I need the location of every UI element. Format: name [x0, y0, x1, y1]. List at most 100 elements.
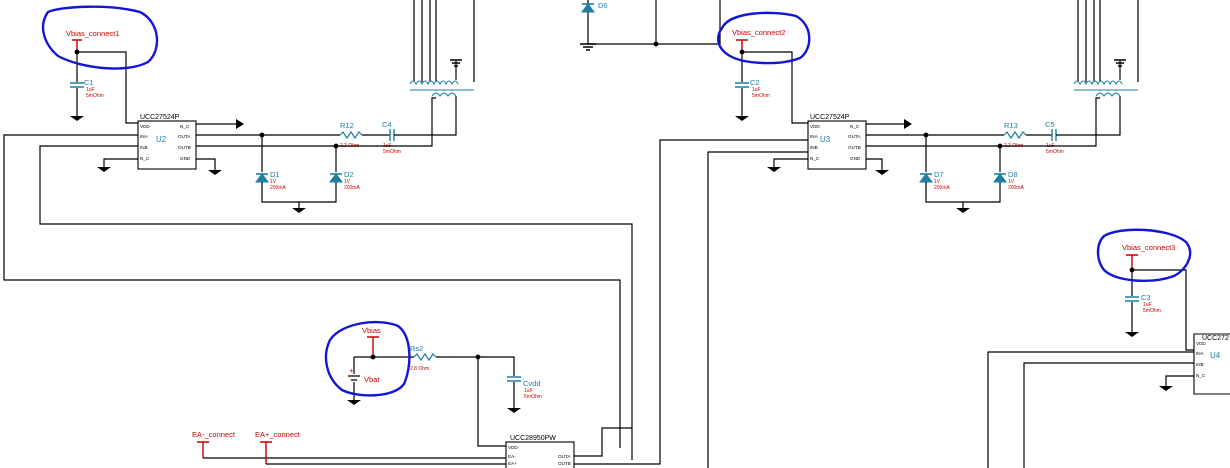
ref-d6: D6 [598, 1, 608, 10]
annotation-circle-1 [41, 5, 159, 70]
driver-stage-u4: Vbias_connect3 C3 1uF 5mOhm UCC272 U4 VD… [987, 228, 1230, 468]
ground-symbol [70, 116, 84, 121]
svg-text:GND: GND [850, 156, 861, 161]
svg-text:OUTB: OUTB [558, 461, 571, 466]
svg-text:VDD: VDD [140, 124, 150, 129]
svg-text:N_C: N_C [140, 156, 150, 161]
transformer-t1 [409, 0, 475, 136]
diode-d2 [329, 173, 343, 183]
diode-d7 [919, 173, 933, 183]
svg-text:VDD: VDD [508, 445, 518, 450]
net-label-vbias-connect3: Vbias_connect3 [1122, 243, 1175, 252]
driver-stage-u3: Vbias_connect2 C2 1uF 5mOhm UCC27524P U3… [717, 0, 1139, 213]
resistor-r13 [1003, 130, 1027, 140]
svg-text:5mOhm: 5mOhm [86, 93, 104, 99]
svg-text:200mA: 200mA [934, 185, 951, 191]
net-label-vbias: Vbias [362, 326, 381, 335]
svg-text:INB: INB [810, 145, 818, 150]
resistor-r12 [339, 130, 363, 140]
capacitor-c4 [389, 129, 395, 141]
svg-text:INA: INA [1196, 351, 1205, 356]
ref-d1: D1 [270, 170, 280, 179]
svg-text:EA+: EA+ [508, 461, 517, 466]
svg-text:1uF: 1uF [86, 87, 95, 93]
ref-u2: U2 [156, 135, 167, 144]
ref-cvdd: Cvdd [523, 379, 541, 388]
net-label-vbias-connect1: Vbias_connect1 [66, 29, 119, 38]
ref-d2: D2 [344, 170, 354, 179]
ref-r12: R12 [340, 121, 354, 130]
part-u2: UCC27524P [140, 114, 180, 121]
net-label-ea-plus: EA+_connect [255, 430, 301, 439]
svg-text:N_C: N_C [180, 124, 190, 129]
svg-text:INB: INB [140, 145, 148, 150]
svg-text:OUTB: OUTB [178, 145, 191, 150]
capacitor-c1 [70, 82, 84, 88]
svg-text:2.8 Ohm: 2.8 Ohm [410, 366, 429, 372]
svg-text:5mOhm: 5mOhm [752, 93, 770, 99]
driver-stage-u2: Vbias_connect1 C1 1uF 5mOhm UCC27524P U2… [41, 0, 475, 213]
part-u3: UCC27524P [810, 114, 850, 121]
annotation-circle-2 [717, 11, 811, 65]
part-controller: UCC28950PW [510, 435, 556, 442]
svg-text:INB: INB [1196, 362, 1204, 367]
svg-text:N_C: N_C [1196, 373, 1206, 378]
ref-vbat: Vbat [364, 375, 380, 384]
ref-d7: D7 [934, 170, 944, 179]
signal-routing-left [3, 134, 633, 460]
svg-text:INA: INA [140, 134, 149, 139]
middle-top-circuit: D6 [580, 0, 721, 51]
annotation-circle-3 [1096, 228, 1192, 282]
net-label-vbias-connect2: Vbias_connect2 [732, 28, 785, 37]
ic-u3 [807, 120, 867, 170]
svg-text:OUTA: OUTA [178, 134, 191, 139]
svg-text:OUTA: OUTA [848, 134, 861, 139]
ic-u2 [137, 120, 197, 170]
svg-text:1V: 1V [270, 179, 277, 185]
svg-text:5mOhm: 5mOhm [524, 394, 542, 400]
ref-r13: R13 [1004, 121, 1018, 130]
svg-text:5mOhm: 5mOhm [1143, 308, 1161, 314]
svg-text:1uF: 1uF [1143, 302, 1152, 308]
signal-routing-middle [707, 151, 808, 468]
svg-text:1V: 1V [934, 179, 941, 185]
svg-text:1V: 1V [1008, 179, 1015, 185]
svg-text:N_C: N_C [810, 156, 820, 161]
capacitor-cvdd [507, 376, 521, 382]
ref-c1: C1 [84, 78, 94, 87]
transformer-t2 [1073, 0, 1139, 136]
ic-controller [505, 441, 575, 468]
svg-text:5mOhm: 5mOhm [1046, 149, 1064, 155]
svg-text:VDD: VDD [810, 124, 820, 129]
controller-block: Vbias + Vbat Rs2 2.8 Ohm Cvdd 1uF 5mOhm … [192, 139, 808, 468]
svg-text:GND: GND [180, 156, 191, 161]
capacitor-c3 [1125, 296, 1139, 302]
svg-text:VDD: VDD [1196, 341, 1206, 346]
svg-text:EA-: EA- [508, 454, 516, 459]
ic-u4 [1193, 333, 1230, 395]
vbat-plus: + [349, 366, 354, 375]
svg-text:INA: INA [810, 134, 819, 139]
svg-text:OUTB: OUTB [848, 145, 861, 150]
ref-c5: C5 [1045, 120, 1055, 129]
ref-d8: D8 [1008, 170, 1018, 179]
capacitor-c5 [1051, 129, 1057, 141]
svg-text:N_C: N_C [850, 124, 860, 129]
diode-d6 [581, 3, 595, 13]
ref-u3: U3 [820, 135, 831, 144]
ref-c2: C2 [750, 78, 760, 87]
svg-text:5mOhm: 5mOhm [383, 149, 401, 155]
ref-rs2: Rs2 [410, 344, 423, 353]
net-label-ea-minus: EA-_connect [192, 430, 236, 439]
svg-text:1V: 1V [344, 179, 351, 185]
svg-text:1uF: 1uF [752, 87, 761, 93]
svg-text:200mA: 200mA [270, 185, 287, 191]
diode-d1 [255, 173, 269, 183]
resistor-rs2 [413, 352, 437, 362]
svg-text:200mA: 200mA [344, 185, 361, 191]
svg-text:OUTA: OUTA [558, 454, 571, 459]
ref-c3: C3 [1141, 293, 1151, 302]
capacitor-c2 [735, 82, 749, 88]
ref-u4: U4 [1210, 351, 1221, 360]
